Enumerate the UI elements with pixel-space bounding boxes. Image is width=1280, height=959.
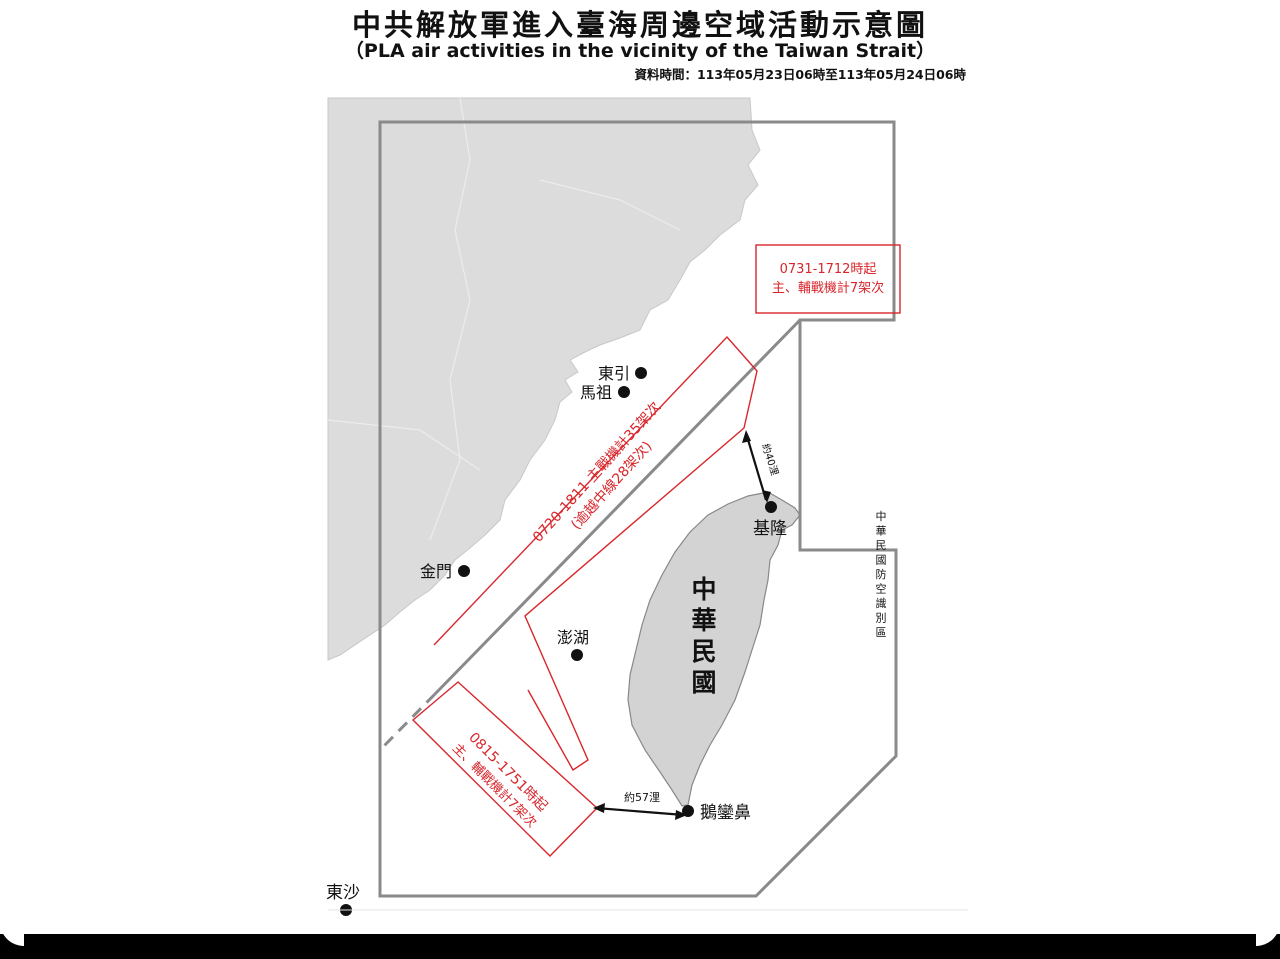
distance-arrow-north (742, 430, 771, 503)
label-penghu: 澎湖 (557, 628, 589, 647)
map-subtitle: （PLA air activities in the vicinity of t… (344, 40, 936, 62)
label-dongsha: 東沙 (326, 883, 360, 903)
province-border (539, 179, 681, 231)
label-roc: 中華民國 (691, 575, 716, 697)
province-border (429, 97, 471, 541)
ne-box-line1: 0731-1712時起 (780, 262, 877, 277)
keelung-dot (765, 501, 777, 513)
kinmen-dot (458, 565, 470, 577)
province-border (327, 419, 481, 471)
label-keelung: 基隆 (753, 519, 787, 539)
label-dongyin: 東引 (598, 364, 630, 383)
taiwan-island (627, 491, 801, 807)
penghu-dot (571, 649, 583, 661)
activity-area-center (433, 335, 758, 772)
data-time-range: 資料時間：113年05月23日06時至113年05月24日06時 (634, 67, 966, 82)
label-kinmen: 金門 (420, 562, 452, 581)
median-line (433, 318, 802, 696)
map-title: 中共解放軍進入臺海周邊空域活動示意圖 (351, 8, 928, 42)
label-eluanbi: 鵝鑾鼻 (700, 803, 751, 823)
mainland-china-land (327, 97, 761, 661)
bottom-bar (0, 922, 1280, 959)
label-matsu: 馬祖 (580, 383, 612, 402)
ne-box-line2: 主、輔戰機計7架次 (772, 280, 884, 296)
adiz-boundary (378, 120, 898, 898)
label-adiz: 中華民國防空識別區 (876, 510, 887, 639)
matsu-dot (618, 386, 630, 398)
label-distance-south: 約57浬 (624, 790, 660, 804)
eluanbi-dot (682, 805, 694, 817)
median-line-dashed (380, 692, 437, 750)
distance-arrow-south (593, 803, 687, 820)
dongyin-dot (635, 367, 647, 379)
activity-box-northeast (755, 244, 901, 314)
